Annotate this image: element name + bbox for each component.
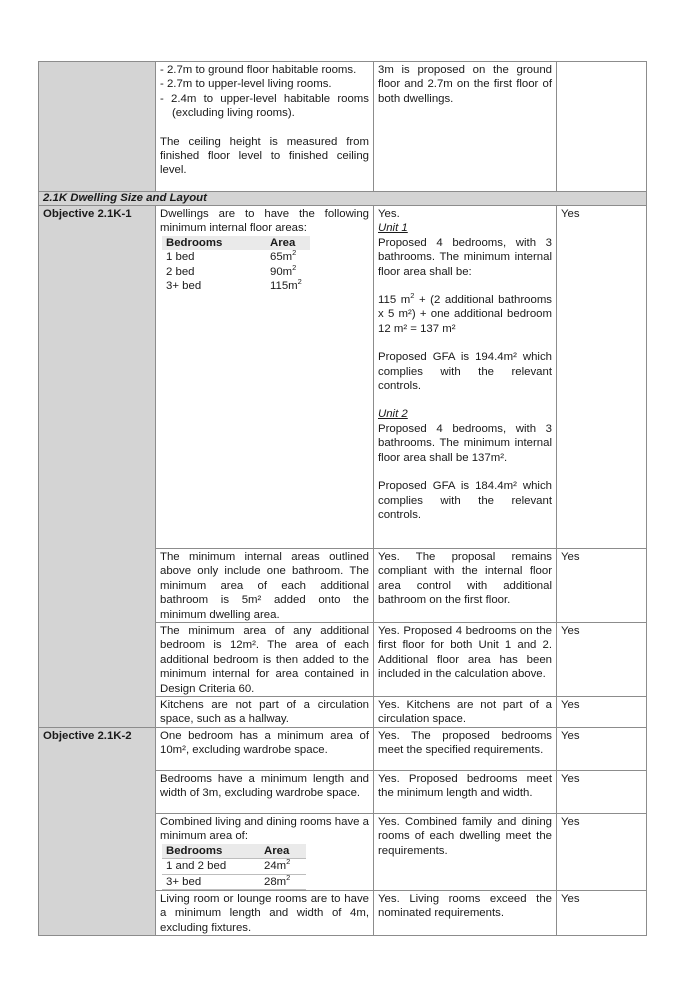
mini-cell: 65m2 bbox=[270, 248, 297, 264]
result-cell: Yes bbox=[556, 622, 647, 698]
table-row: Objective 2.1K-1 Dwellings are to have t… bbox=[38, 205, 647, 728]
mini-cell: 24m2 bbox=[260, 858, 306, 875]
proposal-cell: 3m is proposed on the ground floor and 2… bbox=[373, 61, 557, 192]
table-row: Combined living and dining rooms have a … bbox=[39, 812, 647, 891]
proposal-yes: Yes. bbox=[378, 208, 400, 220]
min-floor-area-table: Bedrooms Area 1 bed 65m2 2 bed 90m2 3+ b… bbox=[162, 235, 310, 294]
proposal-text: Proposed 4 bedrooms, with 3 bathrooms. T… bbox=[378, 236, 552, 278]
control-item: - 2.7m to upper-level living rooms. bbox=[160, 78, 332, 91]
control-cell: The minimum area of any additional bedro… bbox=[155, 622, 374, 698]
table-row: Living room or lounge rooms are to have … bbox=[39, 889, 647, 937]
result-cell: Yes bbox=[556, 205, 647, 549]
control-cell: Kitchens are not part of a circulation s… bbox=[155, 696, 374, 728]
mini-cell: 90m2 bbox=[270, 262, 297, 278]
mini-cell: 1 and 2 bed bbox=[162, 858, 260, 875]
mini-cell: 28m2 bbox=[260, 873, 306, 890]
table-row: Bedrooms have a minimum length and width… bbox=[39, 769, 647, 814]
control-cell: Combined living and dining rooms have a … bbox=[155, 812, 374, 891]
section-header-row: 2.1K Dwelling Size and Layout bbox=[38, 191, 647, 206]
table-row: The minimum internal areas outlined abov… bbox=[39, 547, 647, 624]
proposal-cell: Yes. The proposed bedrooms meet the spec… bbox=[373, 726, 557, 771]
control-cell: One bedroom has a minimum area of 10m², … bbox=[155, 726, 374, 771]
proposal-cell: Yes. Combined family and dining rooms of… bbox=[373, 812, 557, 891]
mini-cell: 2 bed bbox=[166, 265, 195, 278]
proposal-text: Proposed GFA is 184.4m² which complies w… bbox=[378, 480, 552, 521]
proposal-cell: Yes. Kitchens are not part of a circulat… bbox=[373, 696, 557, 728]
objective-cell-empty bbox=[38, 61, 156, 192]
unit-heading: Unit 1 bbox=[378, 222, 408, 235]
proposal-cell: Yes. Unit 1 Proposed 4 bedrooms, with 3 … bbox=[373, 205, 557, 549]
control-text: Combined living and dining rooms have a … bbox=[160, 815, 369, 843]
result-cell: Yes bbox=[556, 889, 647, 937]
section-title: 2.1K Dwelling Size and Layout bbox=[38, 191, 647, 206]
mini-header: Bedrooms bbox=[162, 235, 266, 251]
result-cell: Yes bbox=[556, 769, 647, 814]
result-cell bbox=[556, 61, 647, 192]
control-cell: Dwellings are to have the following mini… bbox=[155, 205, 374, 549]
table-row: - 2.7m to ground floor habitable rooms. … bbox=[38, 61, 647, 192]
table-row: Objective 2.1K-2 One bedroom has a minim… bbox=[38, 726, 647, 937]
proposal-text: Proposed 4 bedrooms, with 3 bathrooms. T… bbox=[378, 422, 552, 464]
control-cell: The minimum internal areas outlined abov… bbox=[155, 547, 374, 624]
result-cell: Yes bbox=[556, 812, 647, 891]
mini-cell: 3+ bed bbox=[162, 874, 260, 890]
result-cell: Yes bbox=[556, 547, 647, 624]
proposal-cell: Yes. Living rooms exceed the nominated r… bbox=[373, 889, 557, 937]
control-item: - 2.7m to ground floor habitable rooms. bbox=[160, 64, 357, 76]
living-dining-area-table: Bedrooms Area 1 and 2 bed 24m2 3+ bed 28… bbox=[162, 843, 306, 890]
proposal-calculation: 115 m2 + (2 additional bathrooms x 5 m²)… bbox=[378, 291, 552, 335]
control-note: The ceiling height is measured from fini… bbox=[160, 135, 369, 177]
control-item: - 2.4m to upper-level habitable rooms (e… bbox=[160, 92, 369, 120]
control-text: Dwellings are to have the following mini… bbox=[160, 208, 369, 235]
unit-heading: Unit 2 bbox=[378, 408, 408, 421]
proposal-text: Proposed GFA is 194.4m² which complies w… bbox=[378, 351, 552, 393]
proposal-cell: Yes. Proposed bedrooms meet the minimum … bbox=[373, 769, 557, 814]
mini-cell: 1 bed bbox=[166, 251, 195, 264]
mini-cell: 3+ bed bbox=[166, 280, 202, 293]
mini-cell: 115m2 bbox=[270, 277, 302, 293]
result-cell: Yes bbox=[556, 696, 647, 728]
result-cell: Yes bbox=[556, 726, 647, 771]
control-cell: - 2.7m to ground floor habitable rooms. … bbox=[155, 61, 374, 192]
objective-label: Objective 2.1K-2 bbox=[38, 726, 156, 937]
proposal-cell: Yes. Proposed 4 bedrooms on the first fl… bbox=[373, 622, 557, 698]
mini-header: Bedrooms bbox=[162, 843, 260, 860]
objective-label: Objective 2.1K-1 bbox=[38, 205, 156, 728]
proposal-cell: Yes. The proposal remains compliant with… bbox=[373, 547, 557, 624]
control-cell: Living room or lounge rooms are to have … bbox=[155, 889, 374, 937]
table-row: The minimum area of any additional bedro… bbox=[39, 622, 647, 698]
mini-header: Area bbox=[260, 843, 306, 860]
mini-header: Area bbox=[266, 235, 310, 251]
control-cell: Bedrooms have a minimum length and width… bbox=[155, 769, 374, 814]
compliance-table: - 2.7m to ground floor habitable rooms. … bbox=[38, 61, 647, 937]
